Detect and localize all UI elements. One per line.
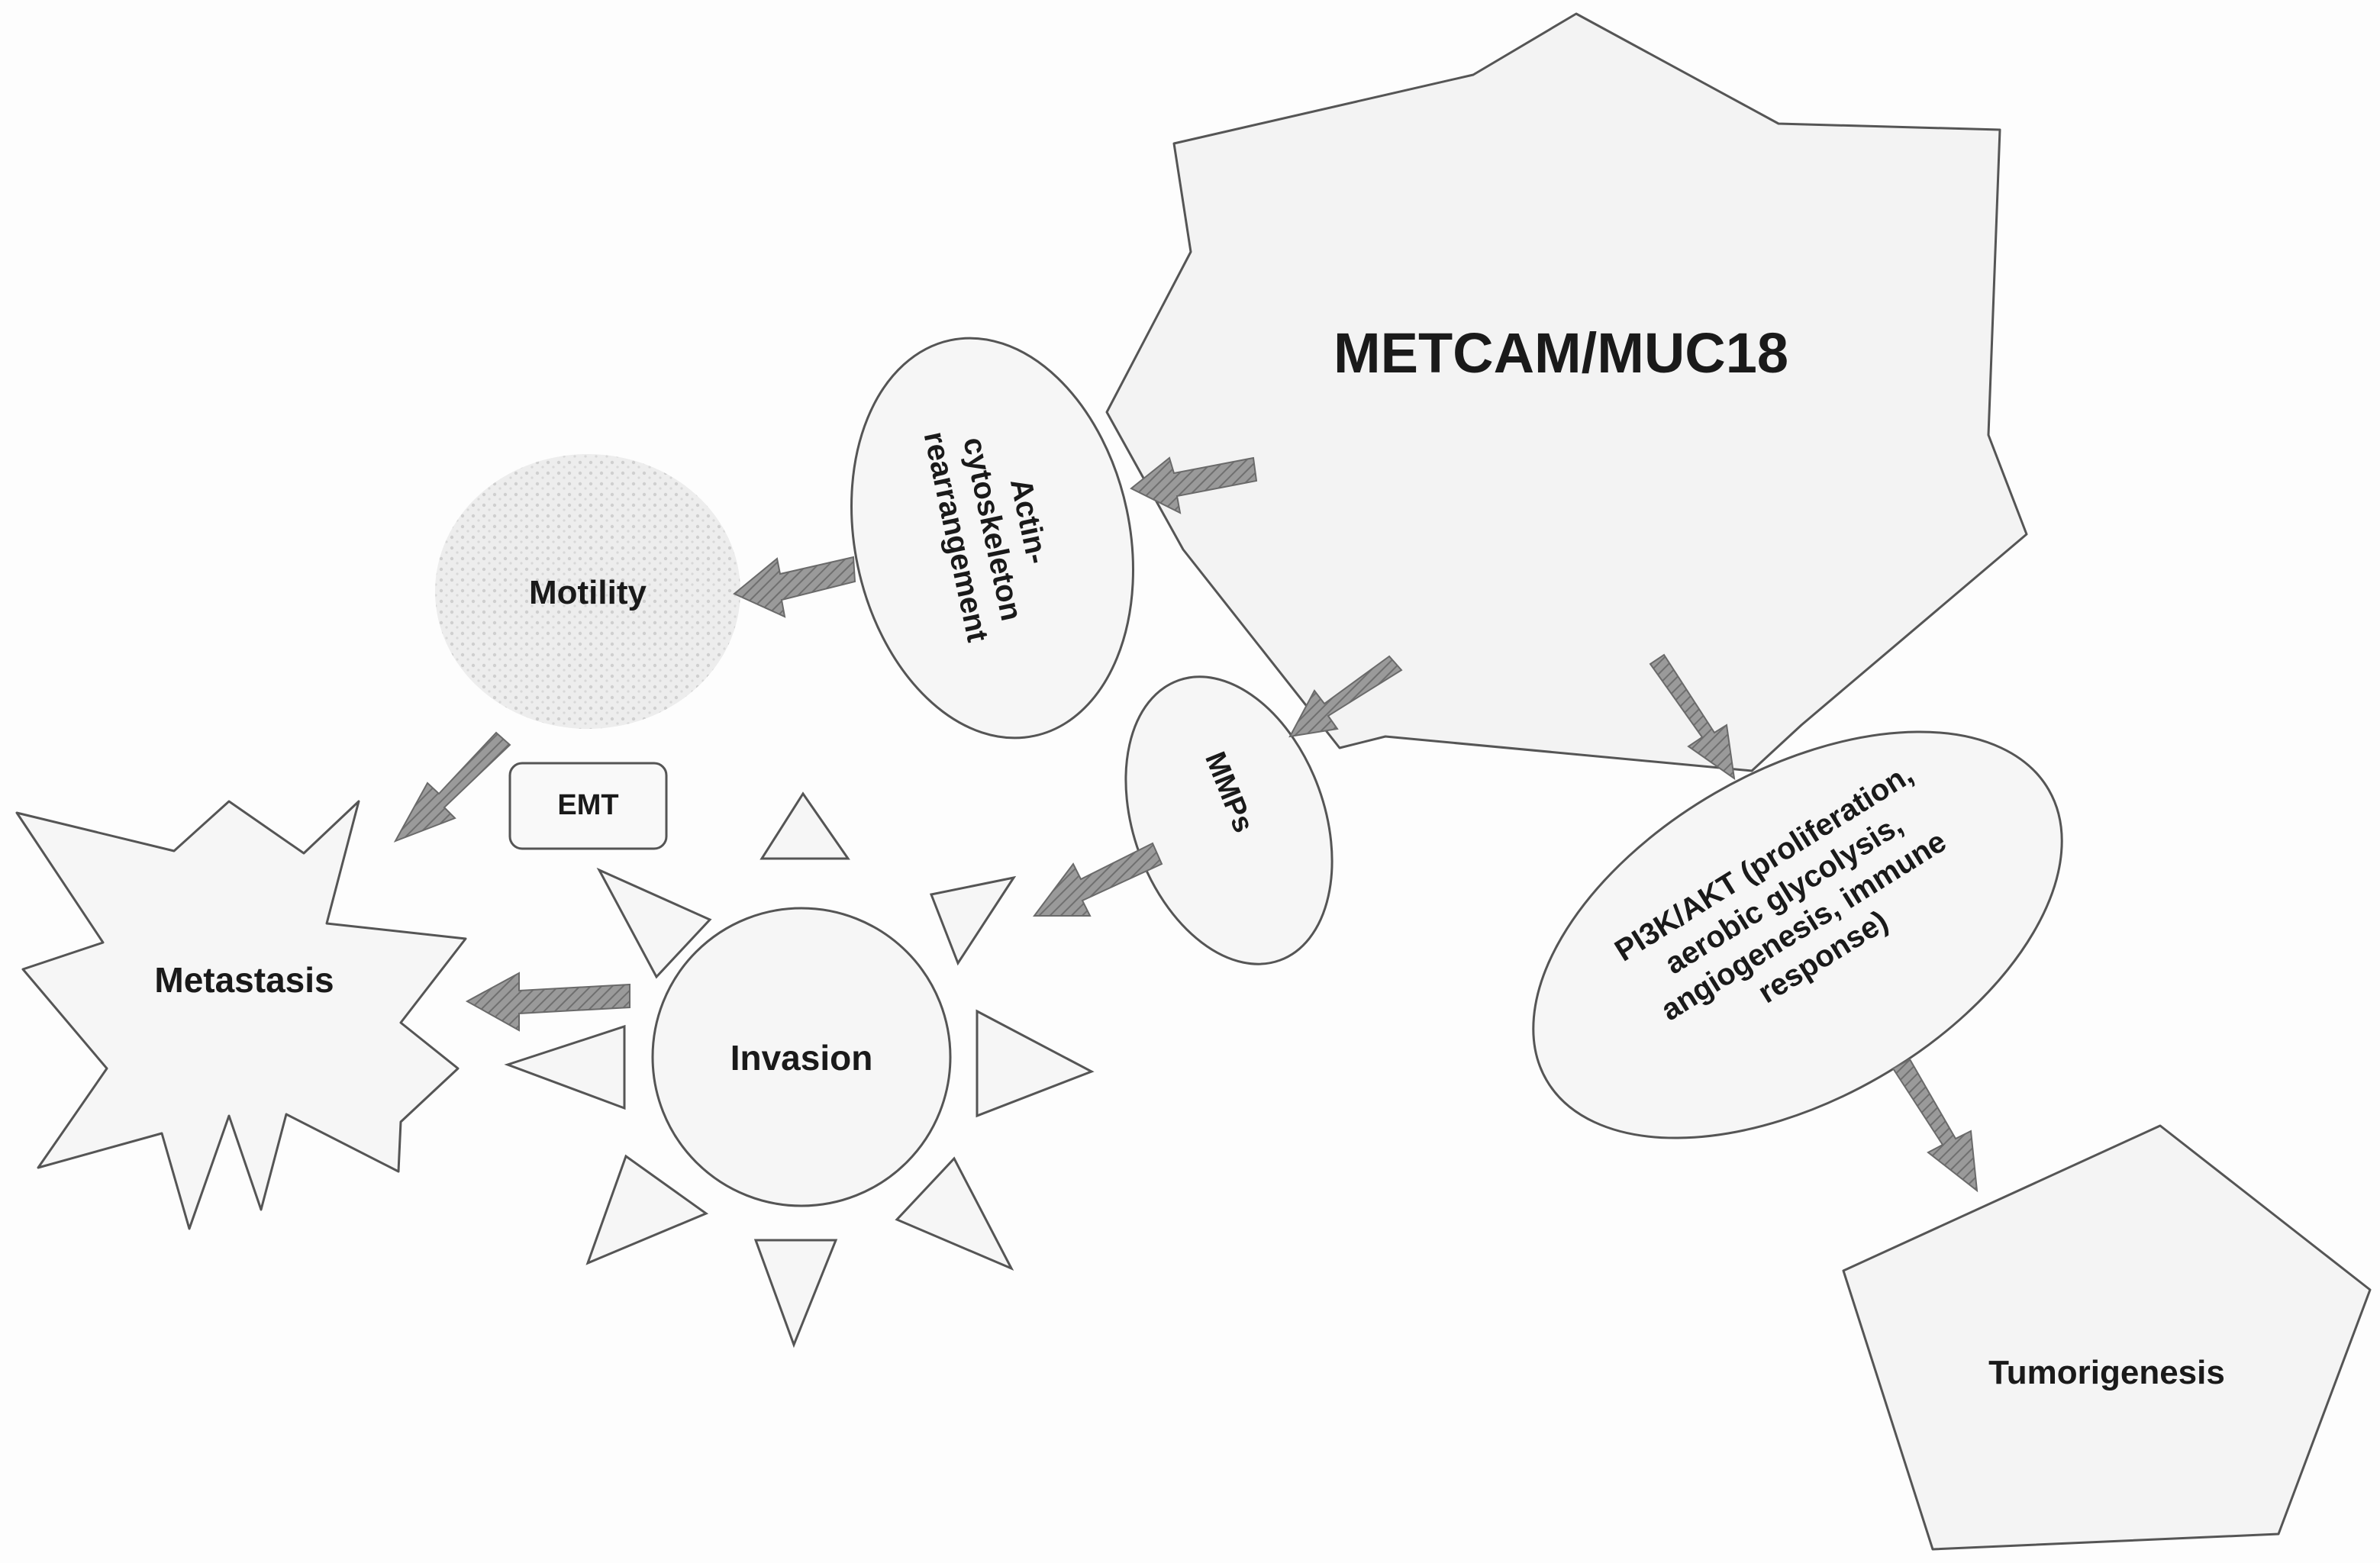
invasion-label: Invasion [730, 1038, 873, 1078]
motility-circle [435, 454, 740, 729]
metastasis-label: Metastasis [154, 960, 334, 1000]
emt-label: EMT [557, 789, 619, 821]
arrow-mmps-to-invasion [1033, 842, 1163, 917]
arrow-metcam-to-mmps [1288, 655, 1403, 738]
sun-ray [929, 875, 1017, 966]
arrow-metcam-to-actin [1130, 456, 1258, 514]
arrows [393, 456, 1978, 1193]
sun-ray [596, 867, 712, 979]
tumorigenesis-label: Tumorigenesis [1988, 1354, 2225, 1391]
sun-ray [976, 1009, 1095, 1118]
pi3k-ellipse [1532, 730, 2063, 1139]
sun-ray [759, 791, 850, 860]
emt-box [508, 762, 668, 850]
invasion-sun [504, 791, 1095, 1349]
invasion-circle [651, 907, 952, 1207]
sun-ray [753, 1239, 838, 1349]
tumorigenesis-pentagon [1842, 1124, 2372, 1551]
arrow-invasion-to-metastasis [465, 972, 630, 1032]
motility-label: Motility [529, 574, 647, 611]
metcam-label: METCAM/MUC18 [1333, 321, 1789, 385]
sun-ray [895, 1156, 1014, 1271]
arrow-pi3k-to-tumorigenesis [1891, 1058, 1978, 1193]
metcam-star-shape [1105, 12, 2028, 772]
sun-ray [585, 1154, 709, 1265]
arrow-metcam-to-pi3k [1649, 653, 1736, 781]
sun-ray [504, 1024, 626, 1110]
metastasis-star-shape [15, 800, 467, 1230]
arrow-actin-to-motility [733, 556, 856, 618]
arrow-motility-to-metastasis [393, 731, 511, 843]
actin-ellipse [850, 337, 1134, 740]
